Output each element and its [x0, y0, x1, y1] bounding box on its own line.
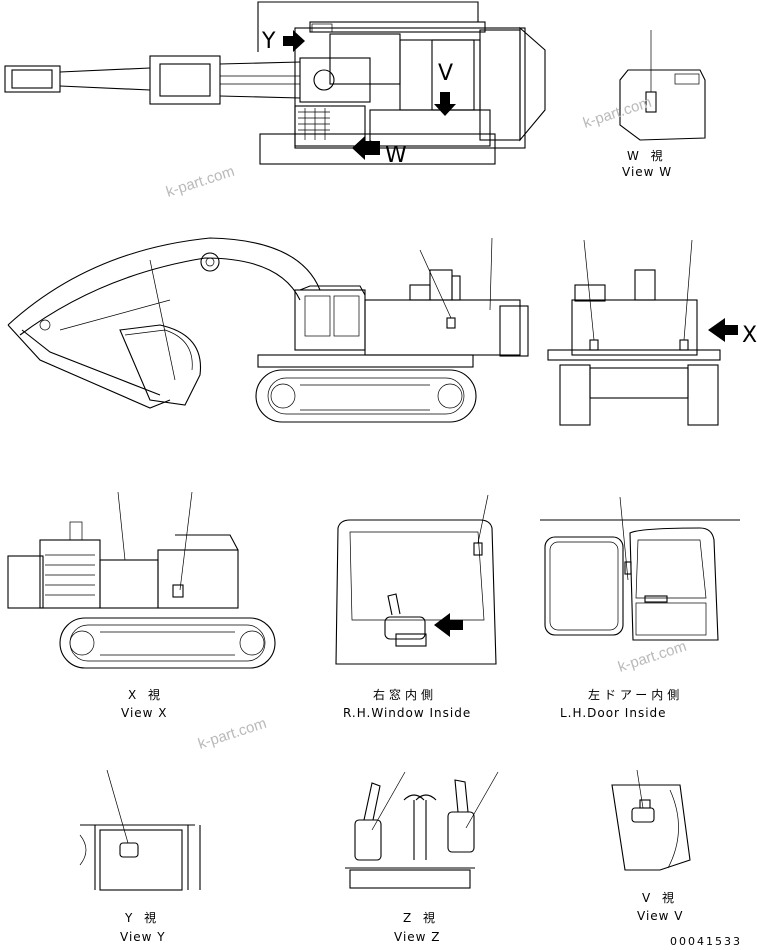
view-x-panel: X 視 View X — [7, 491, 276, 720]
watermark-4: k-part.com — [616, 638, 689, 676]
view-y-jp: Y 視 — [124, 910, 160, 925]
view-z-panel: Z 視 View Z — [345, 771, 499, 944]
lh-door-panel: 左ドアー内側 L.H.Door Inside — [540, 496, 740, 720]
view-w-panel: W 視 View W — [619, 30, 706, 179]
top-view-excavator: Y V W — [4, 1, 546, 168]
drawing-number: 00041533 — [670, 935, 742, 948]
side-view-excavator — [7, 237, 529, 423]
arrow-label-v: V — [438, 61, 453, 86]
arrow-label-x: X — [742, 323, 757, 348]
lh-door-caption: L.H.Door Inside — [560, 706, 667, 720]
view-v-caption: View V — [637, 909, 684, 923]
arrow-label-w: W — [385, 143, 407, 168]
view-w-jp: W 視 — [627, 148, 667, 163]
watermark-1: k-part.com — [581, 94, 654, 132]
view-v-panel: V 視 View V — [611, 769, 691, 923]
arrow-label-y: Y — [261, 29, 276, 54]
view-y-caption: View Y — [120, 930, 166, 944]
rh-window-panel: 右窓内側 R.H.Window Inside — [335, 494, 497, 720]
lh-door-jp: 左ドアー内側 — [588, 687, 683, 702]
view-v-jp: V 視 — [642, 890, 678, 905]
rh-window-jp: 右窓内側 — [373, 687, 437, 702]
rh-window-caption: R.H.Window Inside — [343, 706, 471, 720]
watermark-2: k-part.com — [164, 163, 237, 201]
view-z-caption: View Z — [394, 930, 441, 944]
view-x-caption: View X — [121, 706, 168, 720]
view-x-jp: X 視 — [128, 687, 164, 702]
rear-view-excavator: X — [547, 239, 757, 426]
watermark-3: k-part.com — [196, 715, 269, 753]
view-z-jp: Z 視 — [403, 910, 439, 925]
view-w-caption: View W — [622, 165, 672, 179]
view-y-panel: Y 視 View Y — [79, 769, 201, 944]
